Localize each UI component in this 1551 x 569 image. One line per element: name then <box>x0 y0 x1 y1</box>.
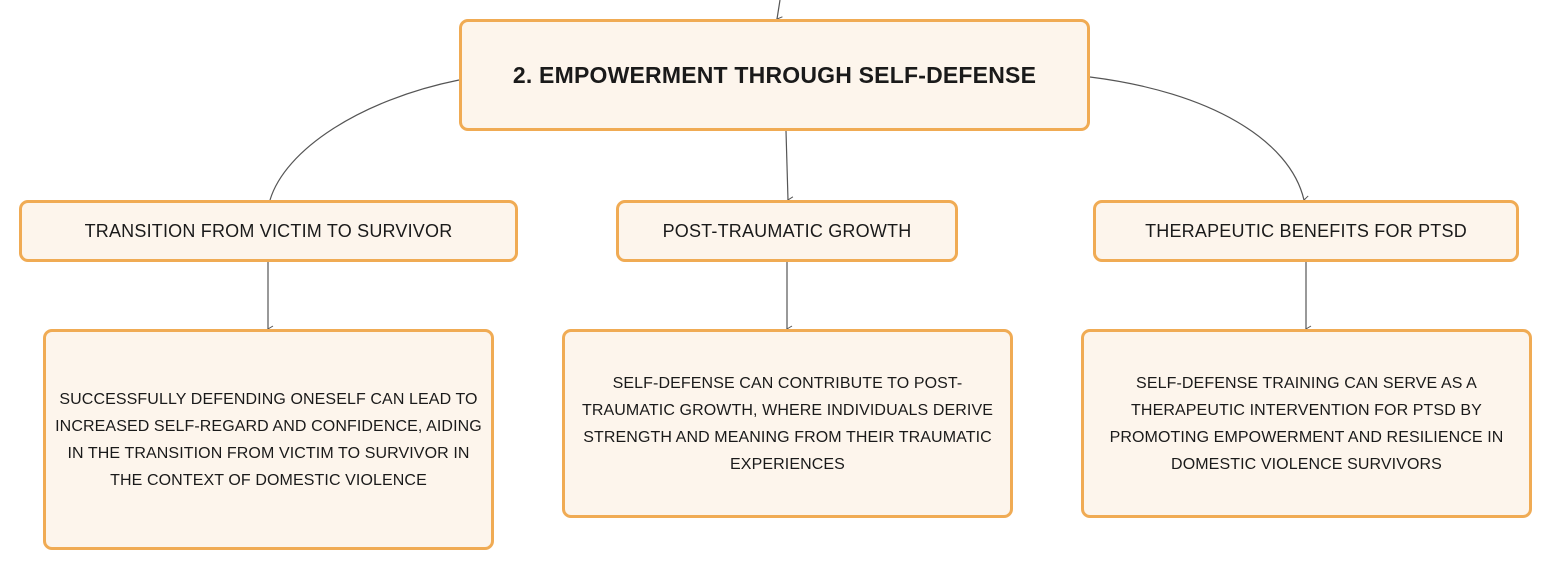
detail-text: SELF-DEFENSE CAN CONTRIBUTE TO POST-TRAU… <box>581 374 994 473</box>
detail-text: SUCCESSFULLY DEFENDING ONESELF CAN LEAD … <box>55 390 482 489</box>
connector-root-to-branch-1 <box>269 79 460 201</box>
root-topic-label: 2. EMPOWERMENT THROUGH SELF-DEFENSE <box>512 61 1037 88</box>
branch-label: TRANSITION FROM VICTIM TO SURVIVOR <box>84 220 453 241</box>
branch-node-therapeutic-benefits[interactable]: THERAPEUTIC BENEFITS FOR PTSD <box>1093 200 1519 262</box>
connector-parent-to-root <box>776 0 783 24</box>
detail-node-therapeutic-benefits[interactable]: SELF-DEFENSE TRAINING CAN SERVE AS A THE… <box>1081 329 1532 518</box>
connector-root-to-branch-2 <box>785 130 794 204</box>
branch-node-victim-to-survivor[interactable]: TRANSITION FROM VICTIM TO SURVIVOR <box>19 200 518 262</box>
detail-node-victim-to-survivor[interactable]: SUCCESSFULLY DEFENDING ONESELF CAN LEAD … <box>43 329 494 550</box>
branch-label: POST-TRAUMATIC GROWTH <box>662 220 912 241</box>
branch-label: THERAPEUTIC BENEFITS FOR PTSD <box>1145 220 1467 241</box>
detail-node-post-traumatic-growth[interactable]: SELF-DEFENSE CAN CONTRIBUTE TO POST-TRAU… <box>562 329 1013 518</box>
detail-text: SELF-DEFENSE TRAINING CAN SERVE AS A THE… <box>1109 374 1504 473</box>
root-topic-node[interactable]: 2. EMPOWERMENT THROUGH SELF-DEFENSE <box>459 19 1090 131</box>
branch-node-post-traumatic-growth[interactable]: POST-TRAUMATIC GROWTH <box>616 200 958 262</box>
connector-root-to-branch-3 <box>1089 76 1310 203</box>
